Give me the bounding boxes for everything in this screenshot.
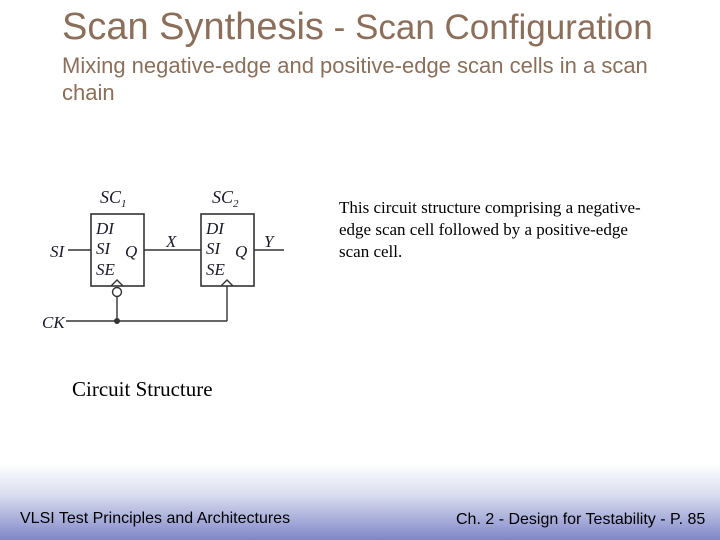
- slide-title: Scan Synthesis - Scan Configuration: [62, 6, 653, 49]
- cell1-di: DI: [95, 219, 115, 238]
- output-y-label: Y: [264, 232, 275, 251]
- cell1-inverter-bubble: [111, 286, 123, 298]
- clock-junction: [114, 318, 120, 324]
- footer-bar: [0, 464, 720, 540]
- cell1-clock-edge: [110, 279, 124, 287]
- cell1-q: Q: [125, 242, 137, 261]
- circuit-description: This circuit structure comprising a nega…: [339, 198, 641, 261]
- cell1-label: SC1: [100, 187, 127, 210]
- cell2-di: DI: [205, 219, 225, 238]
- cell2-q: Q: [235, 242, 247, 261]
- cell2-si: SI: [206, 239, 222, 258]
- mid-x-label: X: [165, 232, 177, 251]
- footer-book-title: VLSI Test Principles and Architectures: [20, 510, 291, 527]
- slide-title-main: Scan Synthesis: [62, 6, 324, 48]
- footer-chapter-page: Ch. 2 - Design for Testability - P. 85: [456, 511, 706, 528]
- slide-subtitle: Mixing negative-edge and positive-edge s…: [62, 53, 648, 105]
- cell2-se: SE: [206, 260, 226, 279]
- cell1-se: SE: [96, 260, 116, 279]
- circuit-diagram: SC1 SC2 DI SI SE Q DI SI SE Q SI X Y CK: [40, 186, 300, 341]
- figure-caption: Circuit Structure: [72, 377, 213, 401]
- cell2-label: SC2: [212, 187, 239, 210]
- input-si-label: SI: [50, 242, 66, 261]
- cell2-clock-edge: [220, 279, 234, 287]
- cell1-si: SI: [96, 239, 112, 258]
- circuit-svg: SC1 SC2 DI SI SE Q DI SI SE Q SI X Y CK: [42, 187, 284, 332]
- clock-ck-label: CK: [42, 313, 66, 332]
- slide-title-rest: - Scan Configuration: [323, 8, 653, 47]
